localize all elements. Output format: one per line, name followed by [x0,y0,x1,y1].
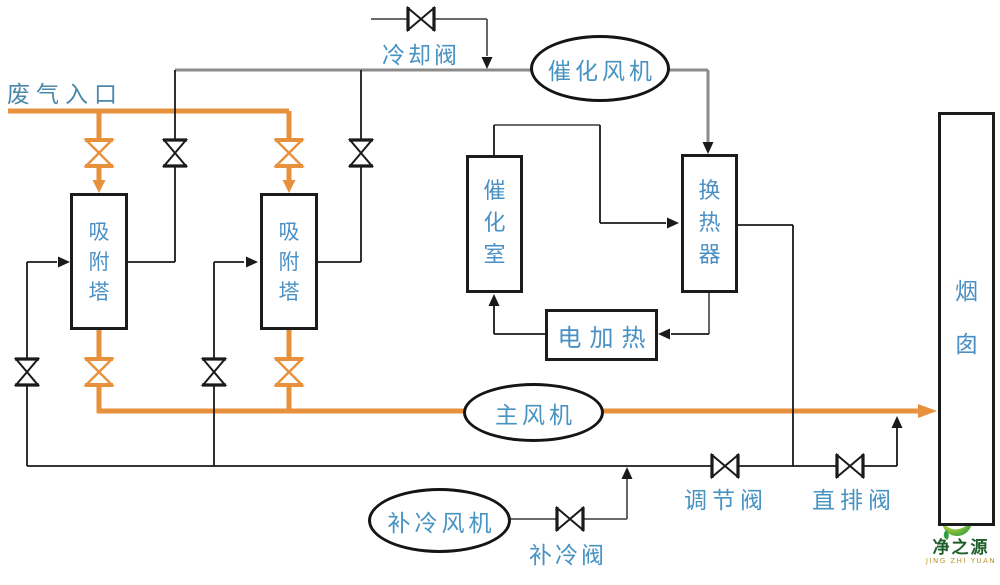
adsorption-tower-2: 吸附塔 [260,193,318,330]
main-fan-label: 主风机 [495,402,576,429]
direct-vent-valve-icon [835,452,865,480]
cooling-valve-label: 冷却阀 [382,43,460,69]
supp-cooling-valve-label: 补冷阀 [529,543,607,569]
tower2-outlet-valve-icon [273,357,305,387]
tower2-inlet-valve-icon [273,138,305,168]
catalytic-chamber-label: 催化室 [483,179,506,268]
tower1-vent-valve-icon [161,138,189,168]
electric-heater-label: 电加热 [557,323,654,352]
regulating-valve-label: 调节阀 [684,488,768,514]
direct-vent-valve-label: 直排阀 [812,488,896,514]
main-fan: 主风机 [463,383,604,442]
adsorption-tower-1-label: 吸附塔 [88,219,110,304]
supp-cooling-valve-icon [555,505,585,533]
adsorption-tower-2-label: 吸附塔 [278,219,300,304]
chimney-label: 烟囱 [955,279,978,358]
supp-cooling-fan-label: 补冷风机 [387,510,496,537]
heat-exchanger-label: 换热器 [698,178,721,268]
tower2-vent-valve-icon [347,138,375,168]
catalytic-fan-label: 催化风机 [548,58,656,85]
logo-name: 净之源 [932,538,990,558]
heat-exchanger: 换热器 [681,154,738,293]
tower1-outlet-valve-icon [83,357,115,387]
electric-heater: 电加热 [545,309,658,361]
logo-subtext: JING ZHI YUAN [925,557,997,565]
catalytic-fan: 催化风机 [530,35,670,102]
black-pipes [26,70,898,467]
cooling-valve-icon [406,5,436,33]
aux-gray-pipes [371,18,710,520]
black-arrows [58,57,903,479]
waste-gas-inlet-label: 废气入口 [7,82,123,108]
chimney: 烟囱 [938,112,995,526]
regulating-valve-icon [710,452,740,480]
tower1-inlet-valve-icon [83,138,115,168]
adsorption-tower-1: 吸附塔 [70,193,128,330]
catalytic-chamber: 催化室 [466,155,523,293]
supp-cooling-fan: 补冷风机 [368,488,511,553]
mid-return-valve-icon [200,357,228,387]
left-return-valve-icon [13,357,41,387]
orange-arrows [92,180,937,418]
logo: 净之源 JING ZHI YUAN [922,503,1000,565]
